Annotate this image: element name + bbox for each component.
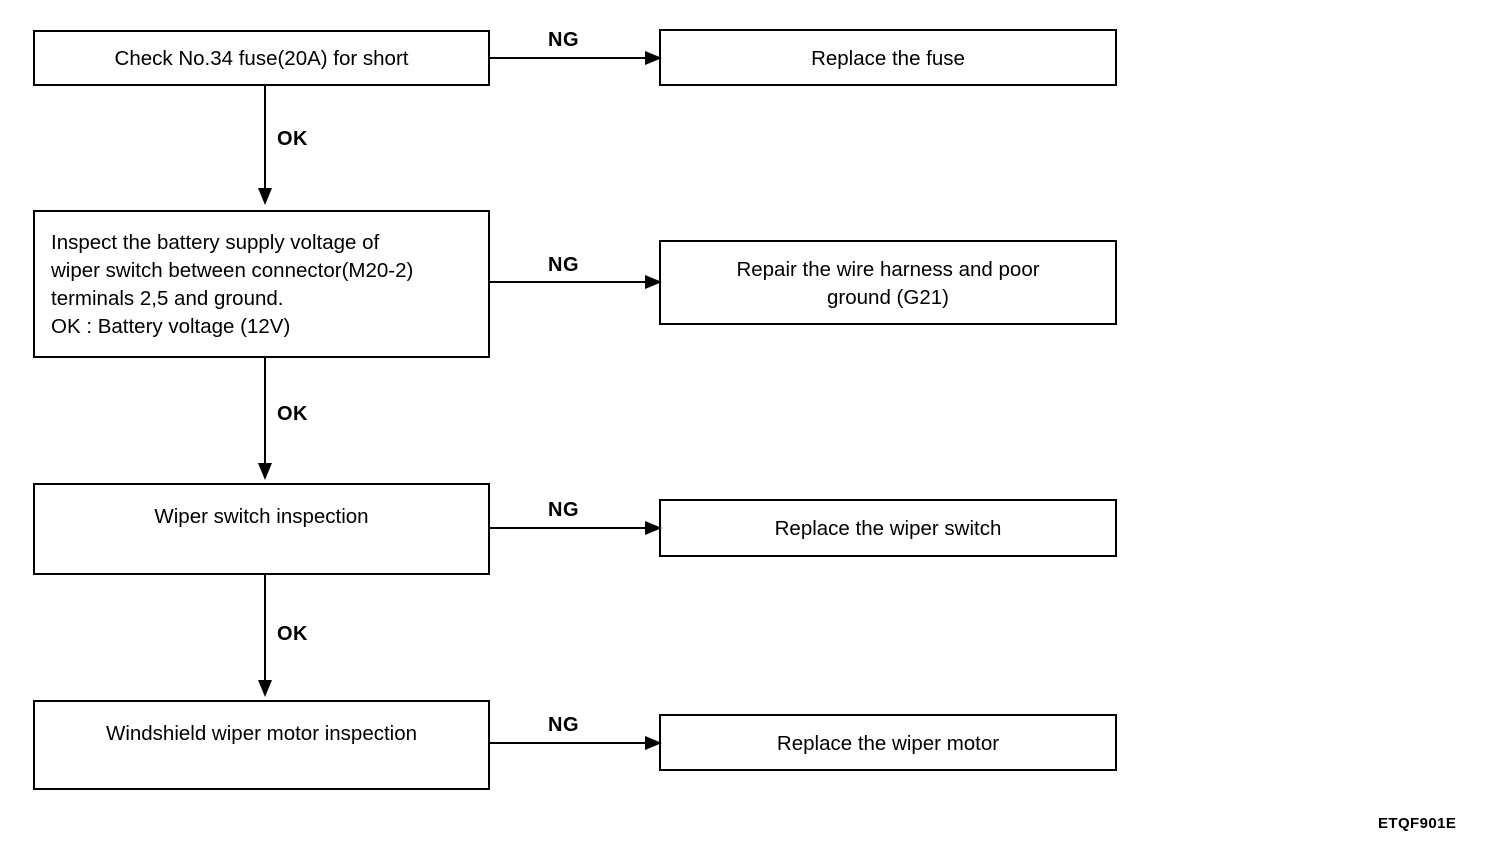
outcome-box-repair-harness[interactable]: Repair the wire harness and poor ground … [659,240,1117,325]
ng-arrowhead-4 [645,736,662,750]
ng-arrowhead-1 [645,51,662,65]
ng-arrowhead-2 [645,275,662,289]
step-box-windshield-wiper-motor-inspection[interactable]: Windshield wiper motor inspection [33,700,490,790]
ok-label-2: OK [277,403,308,425]
ok-label-3: OK [277,623,308,645]
ng-label-2: NG [548,254,579,276]
ng-connector-line-4 [490,742,652,744]
ok-arrowhead-1 [258,188,272,205]
outcome-box-replace-wiper-motor[interactable]: Replace the wiper motor [659,714,1117,771]
outcome-box-replace-fuse[interactable]: Replace the fuse [659,29,1117,86]
ng-label-3: NG [548,499,579,521]
step-box-inspect-battery-voltage[interactable]: Inspect the battery supply voltage of wi… [33,210,490,358]
ok-arrowhead-2 [258,463,272,480]
ok-connector-line-3 [264,575,266,683]
ng-label-4: NG [548,714,579,736]
ok-arrowhead-3 [258,680,272,697]
outcome-box-repair-harness-label: Repair the wire harness and poor ground … [736,258,1040,309]
step-box-inspect-battery-voltage-label: Inspect the battery supply voltage of wi… [51,231,414,338]
outcome-box-replace-fuse-label: Replace the fuse [811,47,965,70]
figure-code: ETQF901E [1378,815,1457,832]
ng-connector-line-3 [490,527,652,529]
ng-label-1: NG [548,29,579,51]
ok-connector-line-1 [264,86,266,191]
step-box-windshield-wiper-motor-inspection-label: Windshield wiper motor inspection [105,722,418,745]
ng-connector-line-2 [490,281,652,283]
ng-connector-line-1 [490,57,652,59]
outcome-box-replace-wiper-switch[interactable]: Replace the wiper switch [659,499,1117,557]
ok-label-1: OK [277,128,308,150]
step-box-wiper-switch-inspection[interactable]: Wiper switch inspection [33,483,490,575]
step-box-check-fuse[interactable]: Check No.34 fuse(20A) for short [33,30,490,86]
step-box-check-fuse-label: Check No.34 fuse(20A) for short [114,47,409,70]
step-box-wiper-switch-inspection-label: Wiper switch inspection [154,505,369,528]
outcome-box-replace-wiper-switch-label: Replace the wiper switch [774,517,1002,540]
ng-arrowhead-3 [645,521,662,535]
ok-connector-line-2 [264,358,266,466]
outcome-box-replace-wiper-motor-label: Replace the wiper motor [776,732,1000,755]
